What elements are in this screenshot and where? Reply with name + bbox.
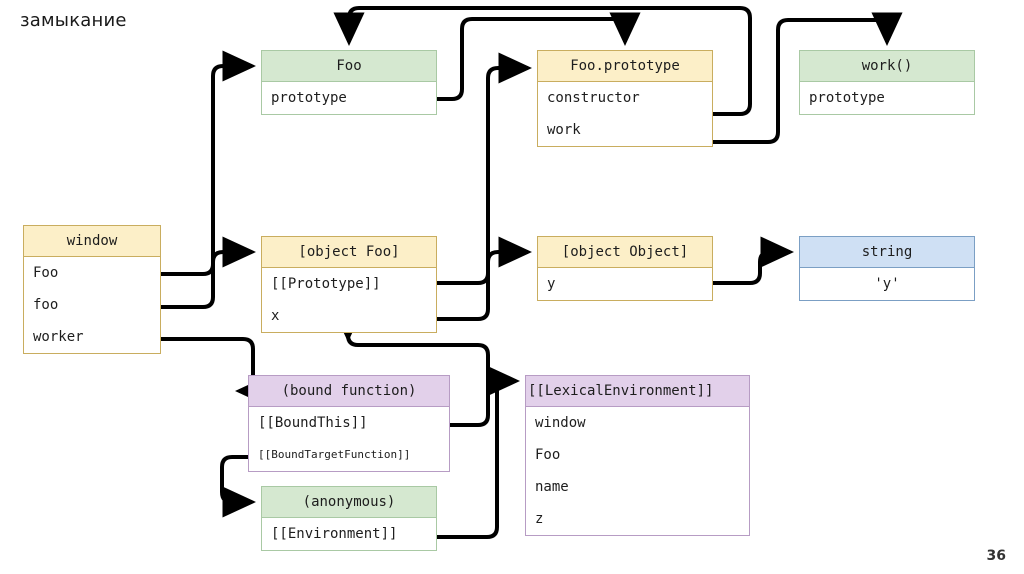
box-foo-prototype-row-constructor[interactable]: constructor [547,90,640,106]
page-number: 36 [986,548,1006,564]
box-lexical-environment-row-name[interactable]: name [535,479,569,495]
edge-object-foo-prototype-to-foo-prototype [437,52,532,285]
box-bound-function-row-boundthis[interactable]: [[BoundThis]] [258,415,368,431]
box-anonymous[interactable]: (anonymous) [[Environment]] [261,486,437,551]
box-object-foo-row-x[interactable]: x [271,308,280,324]
box-foo-prototype-title: Foo.prototype [538,51,712,82]
box-lexical-environment-row-Foo[interactable]: Foo [535,447,561,463]
box-object-object[interactable]: [object Object] y [537,236,713,301]
box-window-row-foo[interactable]: foo [33,297,59,313]
box-object-foo-title: [object Foo] [262,237,436,268]
box-object-object-row-y[interactable]: y [547,276,556,292]
box-bound-function-row-boundtargetfunction[interactable]: [[BoundTargetFunction]] [258,448,411,461]
box-lexical-environment-row-z[interactable]: z [535,511,544,527]
box-lexical-environment-title: [[LexicalEnvironment]] [526,376,749,407]
box-foo-prototype-row-work[interactable]: work [547,122,581,138]
box-window-row-worker[interactable]: worker [33,329,84,345]
edge-window-foo-lower-to-object-foo [161,236,256,309]
box-object-object-title: [object Object] [538,237,712,268]
box-foo-prototype[interactable]: Foo.prototype constructor work [537,50,713,147]
page-title: замыкание [20,10,127,31]
box-work-fn-title: work() [800,51,974,82]
box-string-row-value[interactable]: 'y' [874,276,900,292]
box-window[interactable]: window Foo foo worker [23,225,161,354]
box-anonymous-title: (anonymous) [262,487,436,518]
box-work-fn[interactable]: work() prototype [799,50,975,115]
box-foo-ctor-row-prototype[interactable]: prototype [271,90,347,106]
box-window-title: window [24,226,160,257]
box-lexical-environment-row-window[interactable]: window [535,415,586,431]
edge-object-object-y-to-string [713,236,794,285]
box-foo-ctor[interactable]: Foo prototype [261,50,437,115]
box-window-row-Foo[interactable]: Foo [33,265,59,281]
box-foo-ctor-title: Foo [262,51,436,82]
box-bound-function-title: (bound function) [249,376,449,407]
box-string[interactable]: string 'y' [799,236,975,301]
box-bound-function[interactable]: (bound function) [[BoundThis]] [[BoundTa… [248,375,450,472]
box-object-foo[interactable]: [object Foo] [[Prototype]] x [261,236,437,333]
edge-window-foo-to-foo-ctor [161,50,256,276]
box-anonymous-row-environment[interactable]: [[Environment]] [271,526,398,542]
box-object-foo-row-prototype[interactable]: [[Prototype]] [271,276,381,292]
box-lexical-environment[interactable]: [[LexicalEnvironment]] window Foo name z [525,375,750,536]
box-string-title: string [800,237,974,268]
box-work-fn-row-prototype[interactable]: prototype [809,90,885,106]
edge-object-foo-x-to-object-object [437,236,532,321]
